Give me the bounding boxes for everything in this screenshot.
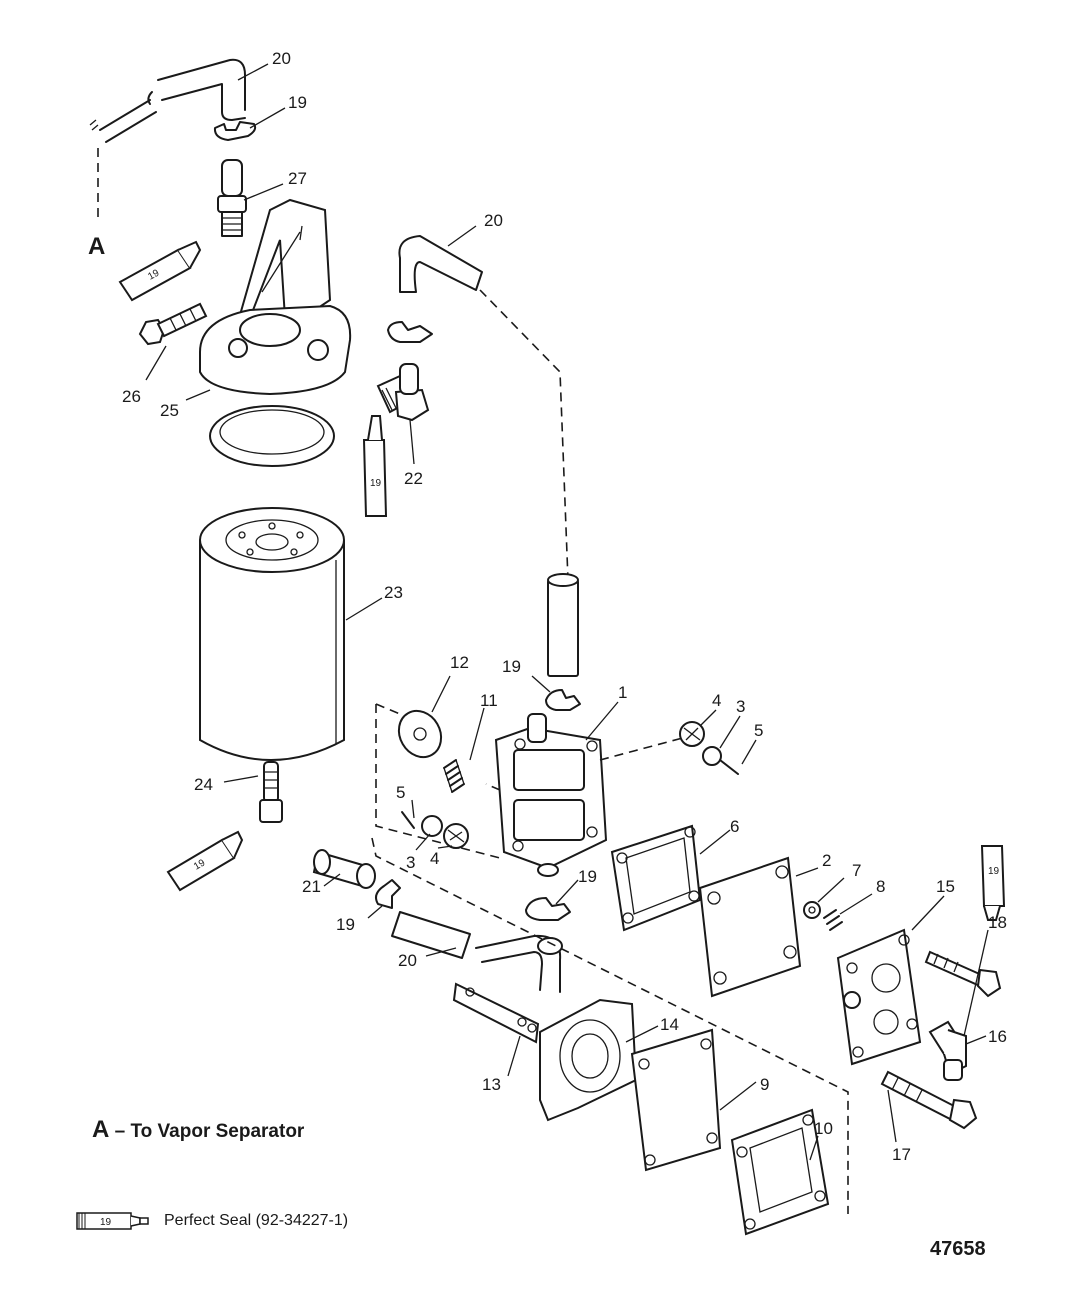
fitting-21 bbox=[312, 849, 376, 889]
callout-19-lower-left: 19 bbox=[336, 915, 355, 934]
figure-number: 47658 bbox=[930, 1238, 986, 1260]
bolt-18 bbox=[924, 950, 1002, 998]
legend-a-letter: A bbox=[92, 1116, 110, 1143]
assembly-bracket-left bbox=[375, 703, 501, 859]
filter-head-25 bbox=[199, 198, 352, 396]
svg-text:19: 19 bbox=[100, 1217, 112, 1228]
check-valve-right bbox=[679, 721, 739, 775]
callout-15: 15 bbox=[936, 877, 955, 896]
callout-19-pump: 19 bbox=[502, 657, 521, 676]
legend-sealant: 19 Perfect Seal (92-34227-1) bbox=[76, 1210, 348, 1232]
dashed-connection-lower bbox=[371, 837, 849, 1214]
callout-21: 21 bbox=[302, 877, 321, 896]
clamp-19-pump-top bbox=[545, 689, 581, 711]
callout-16: 16 bbox=[988, 1027, 1007, 1046]
fuel-filter-23 bbox=[199, 507, 345, 761]
cover-14 bbox=[539, 998, 638, 1122]
callout-17: 17 bbox=[892, 1145, 911, 1164]
callout-11: 11 bbox=[480, 691, 498, 710]
gasket-9 bbox=[630, 1028, 722, 1172]
callout-27: 27 bbox=[288, 169, 307, 188]
callout-14: 14 bbox=[660, 1015, 679, 1034]
callout-20-top: 20 bbox=[272, 49, 291, 68]
elbow-fitting-22 bbox=[376, 363, 430, 422]
fitting-27 bbox=[217, 159, 247, 237]
elbow-fitting-16 bbox=[928, 1020, 967, 1081]
callout-8: 8 bbox=[876, 877, 885, 896]
callout-19-lower-middle: 19 bbox=[578, 867, 597, 886]
check-valve-left bbox=[401, 811, 469, 849]
callout-1: 1 bbox=[618, 683, 627, 702]
callout-5-right: 5 bbox=[754, 721, 763, 740]
legend-a-text: – To Vapor Separator bbox=[114, 1121, 305, 1142]
clamp-19-lower-left bbox=[375, 879, 401, 909]
callout-26: 26 bbox=[122, 387, 141, 406]
hose-20-lower bbox=[391, 911, 563, 993]
callout-24: 24 bbox=[194, 775, 213, 794]
clamp-19-top bbox=[213, 121, 257, 141]
callout-3-right: 3 bbox=[736, 697, 745, 716]
callout-numbers: 20 19 27 20 26 25 22 23 12 19 1 11 4 3 5… bbox=[122, 49, 1007, 1164]
spring-8 bbox=[823, 909, 843, 931]
hose-20-top bbox=[89, 58, 246, 143]
gasket-10 bbox=[730, 1108, 830, 1236]
bolt-17 bbox=[880, 1070, 978, 1130]
sealant-tube-1: 19 bbox=[118, 240, 202, 302]
diaphragm-2 bbox=[698, 856, 802, 998]
bolt-26 bbox=[138, 302, 208, 346]
pump-cover-15 bbox=[836, 928, 922, 1066]
sealant-tube-3: 19 bbox=[166, 830, 244, 892]
drain-plug-24 bbox=[259, 761, 283, 823]
sealant-tube-4: 19 bbox=[980, 845, 1006, 921]
callout-12: 12 bbox=[450, 653, 469, 672]
callout-4-left: 4 bbox=[430, 849, 439, 868]
sealant-tube-icon: 19 bbox=[76, 1212, 149, 1230]
callout-5-left: 5 bbox=[396, 783, 405, 802]
callout-2: 2 bbox=[822, 851, 831, 870]
pump-body-1 bbox=[494, 713, 608, 877]
svg-text:19: 19 bbox=[370, 478, 382, 489]
callout-18: 18 bbox=[988, 913, 1007, 932]
bracket-13 bbox=[452, 982, 540, 1044]
callout-10: 10 bbox=[814, 1119, 833, 1138]
spring-11 bbox=[443, 759, 465, 793]
callout-6: 6 bbox=[730, 817, 739, 836]
callout-23: 23 bbox=[384, 583, 403, 602]
sealant-tube-2: 19 bbox=[362, 415, 388, 517]
svg-text:19: 19 bbox=[988, 866, 1000, 877]
connector-a-label: A bbox=[88, 233, 105, 260]
legend-connector-a: A – To Vapor Separator bbox=[92, 1116, 304, 1144]
callout-22: 22 bbox=[404, 469, 423, 488]
leader-lines bbox=[145, 63, 989, 1161]
callout-19-top: 19 bbox=[288, 93, 307, 112]
gasket-6 bbox=[610, 824, 702, 932]
callout-25: 25 bbox=[160, 401, 179, 420]
legend-sealant-text: Perfect Seal (92-34227-1) bbox=[164, 1212, 349, 1229]
callout-9: 9 bbox=[760, 1075, 769, 1094]
cover-12 bbox=[397, 709, 443, 759]
callout-3-left: 3 bbox=[406, 853, 415, 872]
callout-7: 7 bbox=[852, 861, 861, 880]
nut-7 bbox=[803, 901, 821, 919]
svg-text:19: 19 bbox=[192, 857, 208, 872]
callout-13: 13 bbox=[482, 1075, 501, 1094]
clamp-19-upper-middle bbox=[387, 321, 433, 343]
assembly-bracket-right bbox=[599, 735, 691, 761]
svg-text:19: 19 bbox=[146, 268, 161, 283]
clamp-19-lower-middle bbox=[525, 897, 571, 921]
hose-20-middle bbox=[398, 235, 579, 677]
filter-seal-ring bbox=[209, 405, 335, 467]
callout-20-lower: 20 bbox=[398, 951, 417, 970]
callout-20-middle: 20 bbox=[484, 211, 503, 230]
callout-4-right: 4 bbox=[712, 691, 721, 710]
